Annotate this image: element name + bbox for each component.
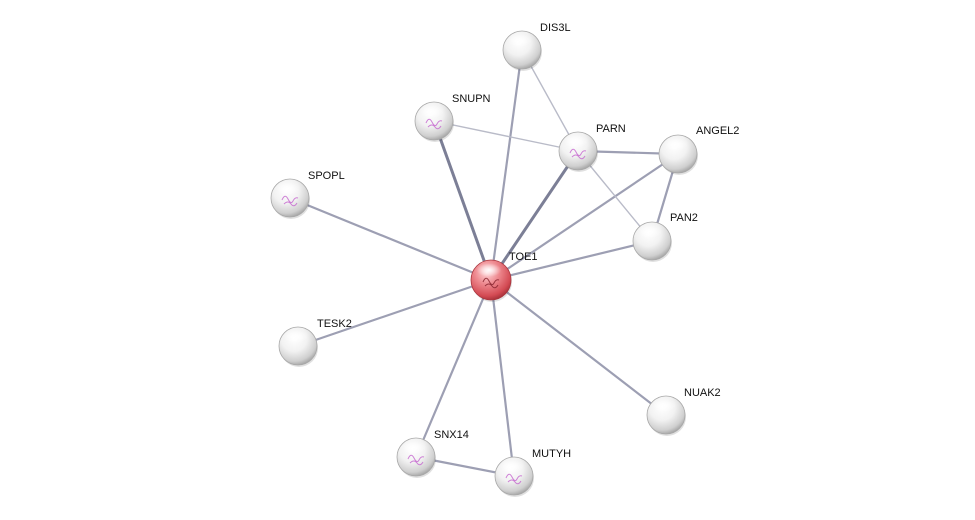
node-spopl[interactable]: SPOPL <box>270 170 345 219</box>
node-pan2[interactable]: PAN2 <box>632 212 698 262</box>
node-label-nuak2: NUAK2 <box>684 387 721 399</box>
node-highlight <box>476 263 502 277</box>
node-tesk2[interactable]: TESK2 <box>278 318 352 367</box>
protein-structure-icon <box>482 277 500 289</box>
protein-structure-icon <box>505 473 523 485</box>
node-label-tesk2: TESK2 <box>317 318 352 330</box>
edge-toe1-mutyh[interactable] <box>489 278 516 478</box>
node-label-snx14: SNX14 <box>434 429 469 441</box>
edge-snupn-parn[interactable] <box>433 120 579 152</box>
node-highlight <box>500 460 524 473</box>
edge-toe1-snx14[interactable] <box>414 278 493 459</box>
node-toe1[interactable]: TOE1 <box>470 251 538 302</box>
node-label-pan2: PAN2 <box>670 212 698 224</box>
node-label-snupn: SNUPN <box>452 93 491 105</box>
node-highlight <box>564 135 588 148</box>
edge-toe1-spopl[interactable] <box>288 196 493 282</box>
edge-toe1-tesk2[interactable] <box>296 278 493 348</box>
edge-parn-pan2[interactable] <box>577 150 653 242</box>
node-highlight <box>276 182 300 195</box>
node-label-toe1: TOE1 <box>509 251 538 263</box>
node-highlight <box>508 34 532 47</box>
node-angel2[interactable]: ANGEL2 <box>658 125 739 175</box>
node-snupn[interactable]: SNUPN <box>414 93 491 142</box>
node-label-angel2: ANGEL2 <box>696 125 739 137</box>
node-mutyh[interactable]: MUTYH <box>494 448 571 497</box>
protein-structure-icon <box>425 118 443 130</box>
node-label-parn: PARN <box>596 123 626 135</box>
node-label-dis3l: DIS3L <box>540 22 571 34</box>
node-highlight <box>284 330 308 343</box>
edge-toe1-nuak2[interactable] <box>489 278 668 417</box>
edge-toe1-parn[interactable] <box>489 149 580 282</box>
edge-toe1-angel2[interactable] <box>489 152 680 282</box>
node-dis3l[interactable]: DIS3L <box>502 22 571 71</box>
node-label-mutyh: MUTYH <box>532 448 571 460</box>
node-parn[interactable]: PARN <box>558 123 626 172</box>
node-highlight <box>664 138 688 151</box>
edge-toe1-pan2[interactable] <box>489 239 654 282</box>
edge-toe1-dis3l[interactable] <box>489 48 524 282</box>
protein-structure-icon <box>407 454 425 466</box>
protein-structure-icon <box>281 195 299 207</box>
protein-structure-icon <box>569 148 587 160</box>
node-label-spopl: SPOPL <box>308 170 345 182</box>
node-nuak2[interactable]: NUAK2 <box>646 387 721 436</box>
node-snx14[interactable]: SNX14 <box>396 429 469 478</box>
node-highlight <box>402 441 426 454</box>
node-highlight <box>420 105 444 118</box>
edge-toe1-snupn[interactable] <box>432 119 493 282</box>
node-highlight <box>638 225 662 238</box>
node-highlight <box>652 399 676 412</box>
